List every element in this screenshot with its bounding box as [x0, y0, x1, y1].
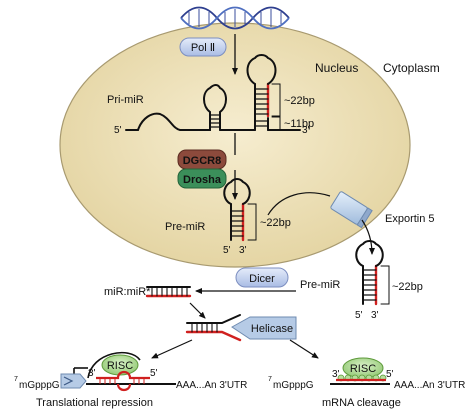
pol2-label: Pol Ⅱ — [191, 42, 215, 54]
dna-helix-icon — [180, 6, 290, 30]
arrow-export-curve — [267, 192, 331, 216]
cap-right-label: mGpppG — [273, 380, 314, 391]
pol2-enzyme: Pol Ⅱ — [179, 37, 227, 57]
dicer-label: Dicer — [249, 273, 275, 285]
pre-mir-nuclear-label: Pre-miR — [165, 221, 205, 233]
dgcr8-label: DGCR8 — [183, 155, 222, 167]
right-3prime-label: 3' — [332, 369, 340, 380]
duplex-label: miR:miR* — [104, 286, 151, 298]
pri-mir-label: Pri-miR — [107, 94, 144, 106]
right-polya-label: AAA...An 3'UTR — [394, 380, 465, 391]
cap-left-label: mGpppG — [19, 380, 60, 391]
pre-nuc-3prime-label: 3' — [239, 245, 247, 256]
risc-right-label: RISC — [350, 363, 376, 375]
helicase-label: Helicase — [251, 323, 293, 335]
pri-11bp-label: ~11bp — [284, 118, 314, 130]
arrow-to-cleavage — [289, 339, 319, 359]
arrow-to-repression — [151, 339, 193, 359]
pre-cyto-22bp-label: ~22bp — [392, 281, 423, 293]
translational-repression-label: Translational repression — [36, 397, 153, 409]
drosha-label: Drosha — [183, 174, 222, 186]
mrna-cleavage-label: mRNA cleavage — [322, 397, 401, 409]
left-5prime-label: 5' — [150, 368, 158, 379]
exportin-label: Exportin 5 — [385, 213, 435, 225]
dicer-enzyme: Dicer — [235, 267, 289, 288]
unwinding-duplex — [185, 314, 242, 342]
cap-right-sup: 7 — [268, 376, 272, 383]
nucleus-label: Nucleus — [315, 61, 358, 75]
pre-nuc-22bp-label: ~22bp — [260, 217, 291, 229]
pre-nuc-5prime-label: 5' — [223, 245, 231, 256]
arrow-to-helicase — [189, 302, 206, 319]
mrna-cleavage-complex: RISC — [330, 357, 390, 385]
arrow-export-down — [361, 219, 375, 255]
left-3prime-label: 3' — [88, 368, 96, 379]
pre-mir-cytoplasmic — [355, 240, 390, 306]
right-5prime-label: 5' — [386, 369, 394, 380]
cap-left-sup: 7 — [14, 376, 18, 383]
pre-mir-nuclear — [223, 178, 257, 242]
cytoplasm-label: Cytoplasm — [383, 61, 440, 75]
pri-5prime-label: 5' — [114, 125, 122, 136]
microprocessor-complex: DGCR8 Drosha — [177, 149, 227, 189]
pri-mir-transcript: Pri-miR 5' 3' — [107, 54, 310, 136]
pre-cyto-5prime-label: 5' — [355, 310, 363, 321]
risc-left-label: RISC — [107, 360, 133, 372]
mir-duplex — [145, 286, 192, 298]
pre-mir-cyto-label: Pre-miR — [300, 279, 340, 291]
pri-22bp-label: ~22bp — [284, 95, 315, 107]
left-polya-label: AAA...An 3'UTR — [176, 380, 247, 391]
pre-cyto-3prime-label: 3' — [371, 310, 379, 321]
helicase-enzyme: Helicase — [231, 316, 297, 340]
translational-repression-complex: RISC — [60, 351, 176, 392]
exportin5-protein — [330, 191, 373, 229]
pri-3prime-label: 3' — [302, 125, 310, 136]
